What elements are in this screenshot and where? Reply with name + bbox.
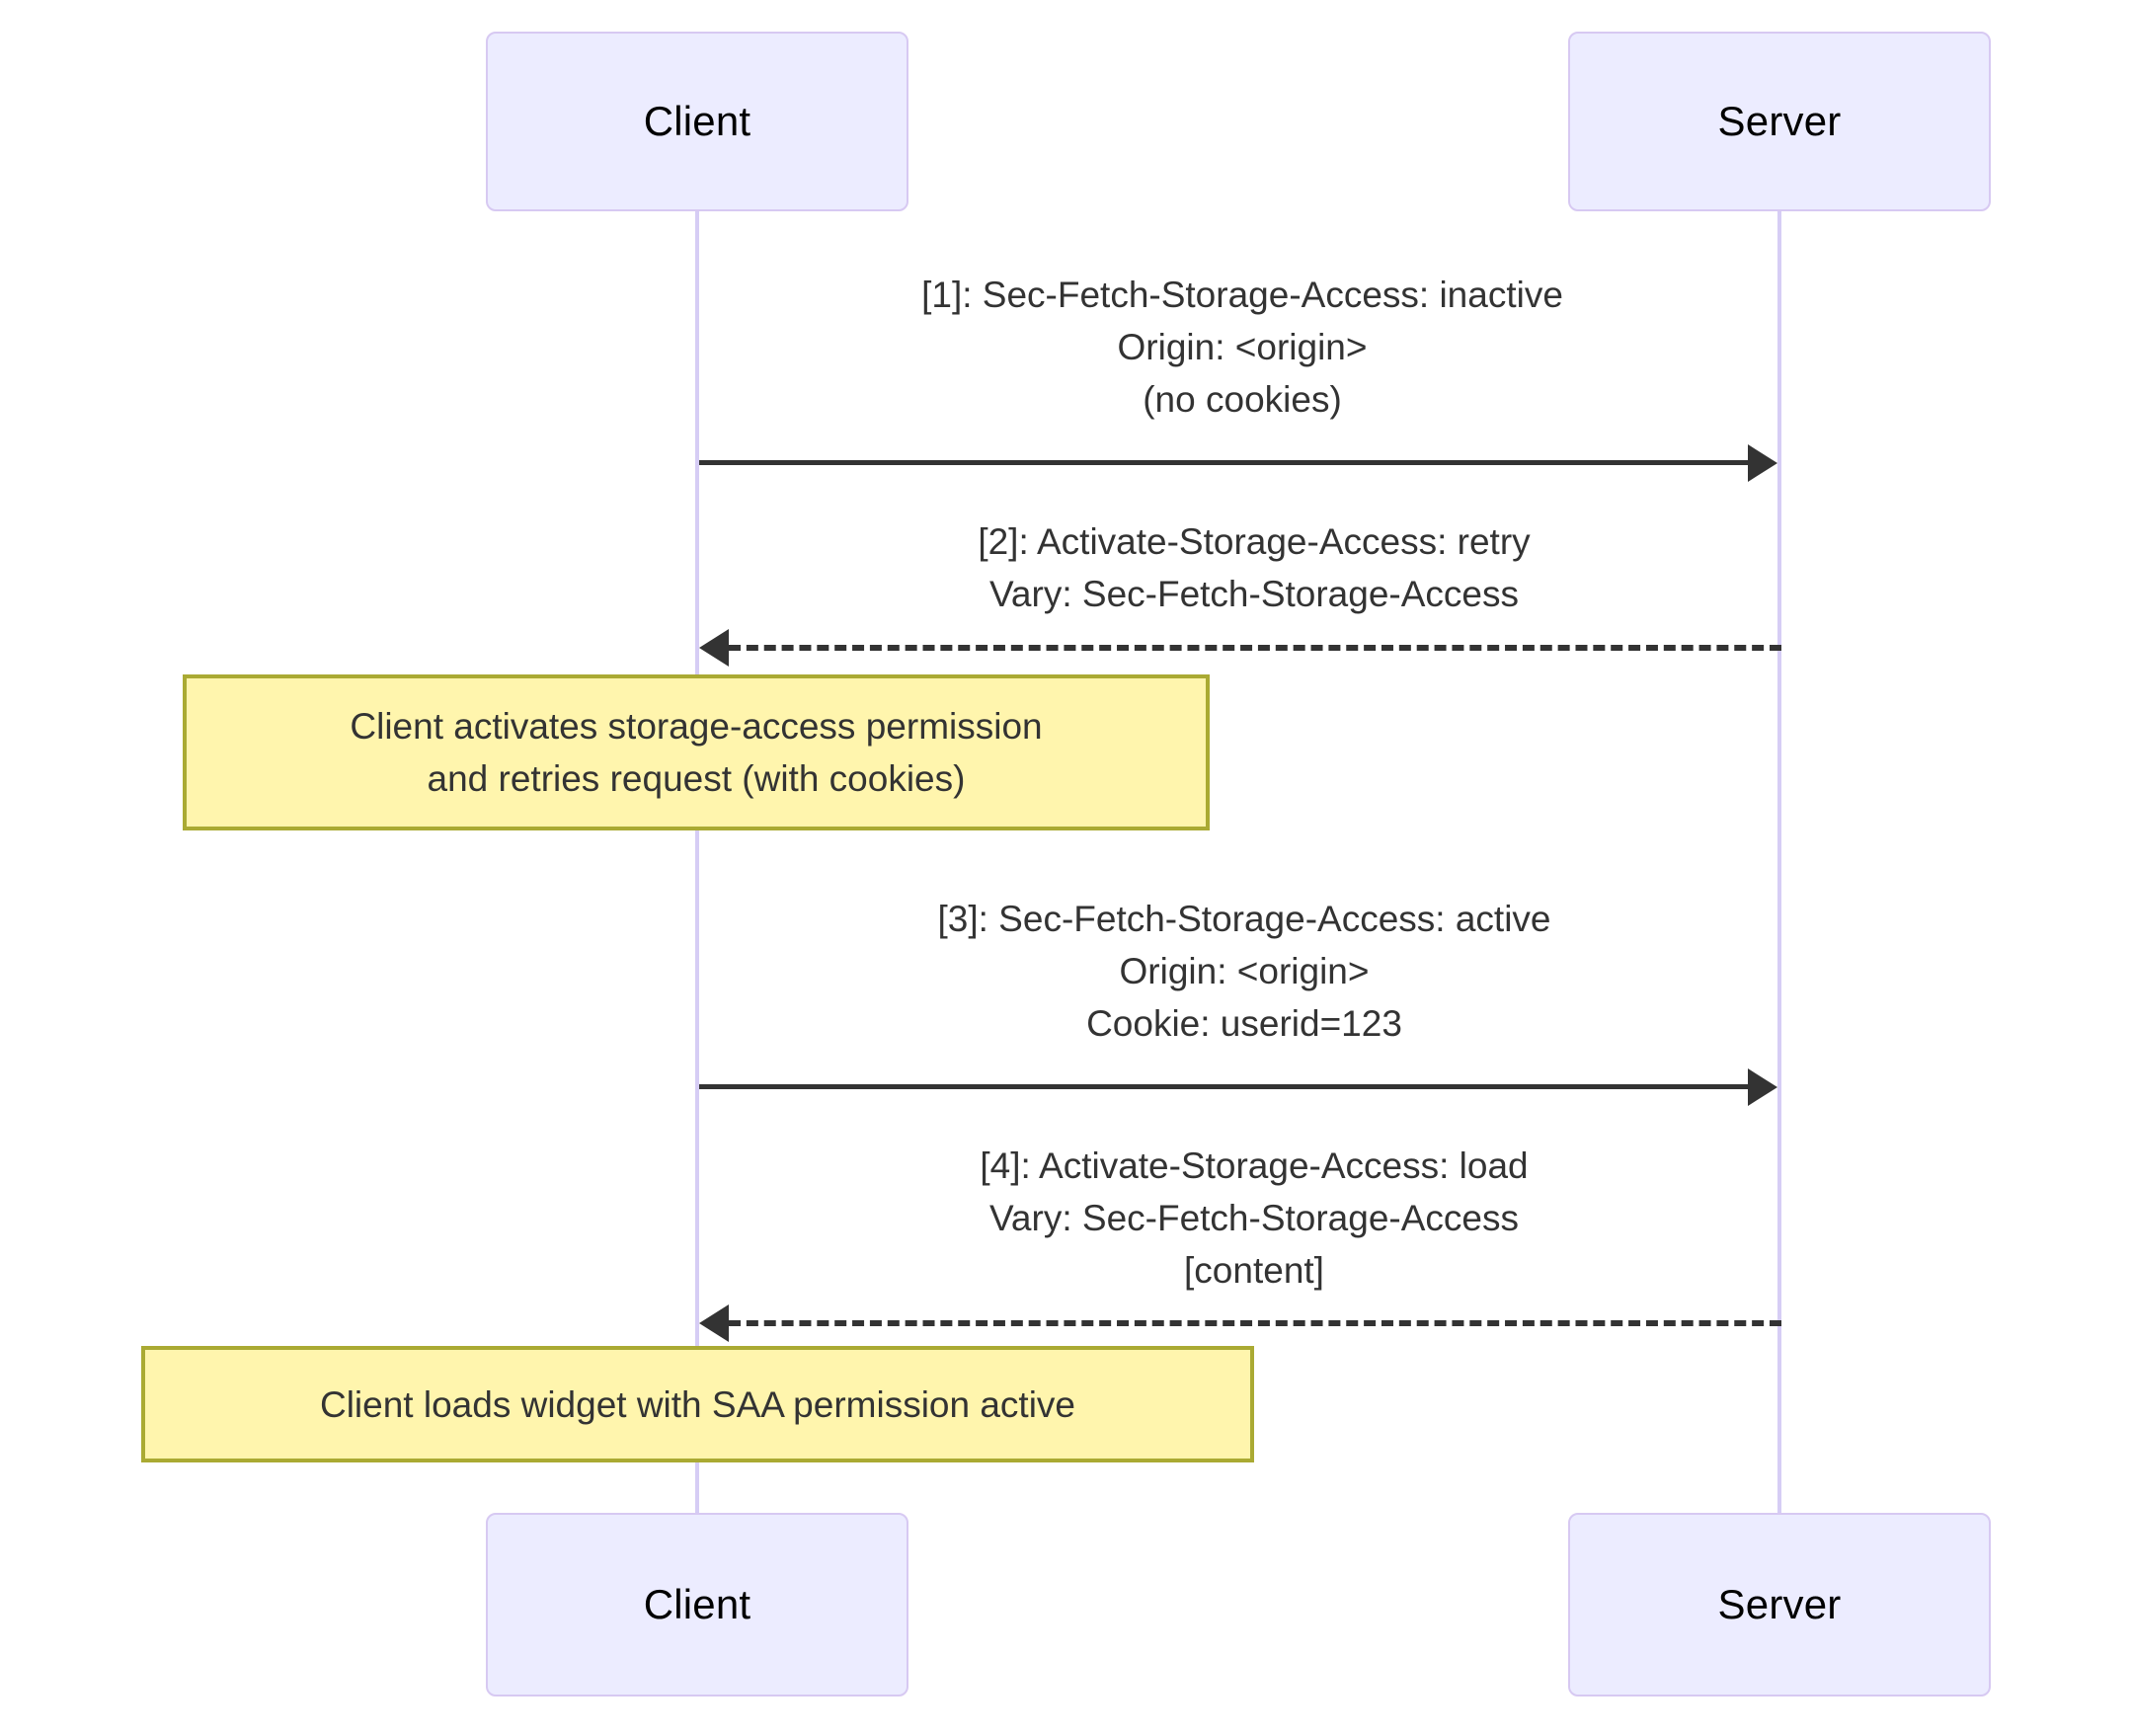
note-client-loads-widget: Client loads widget with SAA permission … — [141, 1346, 1254, 1462]
arrow-head-left-2 — [699, 629, 729, 667]
message-line-3 — [699, 1084, 1750, 1089]
participant-client-top[interactable]: Client — [486, 32, 908, 211]
message-label-1: [1]: Sec-Fetch-Storage-Access: inactive … — [921, 275, 1563, 420]
participant-server-top[interactable]: Server — [1568, 32, 1991, 211]
message-line-4 — [729, 1320, 1781, 1326]
message-label-3: [3]: Sec-Fetch-Storage-Access: active Or… — [937, 899, 1551, 1044]
message-line-1 — [699, 460, 1750, 465]
participant-client-bottom[interactable]: Client — [486, 1513, 908, 1697]
participant-server-bottom[interactable]: Server — [1568, 1513, 1991, 1697]
note-client-activates: Client activates storage-access permissi… — [183, 674, 1210, 830]
lifeline-client — [695, 209, 699, 1515]
lifeline-server — [1777, 209, 1781, 1515]
arrow-head-right-1 — [1748, 444, 1777, 482]
message-line-2 — [729, 645, 1781, 651]
arrow-head-left-4 — [699, 1304, 729, 1342]
arrow-head-right-3 — [1748, 1068, 1777, 1106]
message-label-2: [2]: Activate-Storage-Access: retry Vary… — [978, 521, 1531, 614]
message-label-4: [4]: Activate-Storage-Access: load Vary:… — [980, 1145, 1529, 1291]
